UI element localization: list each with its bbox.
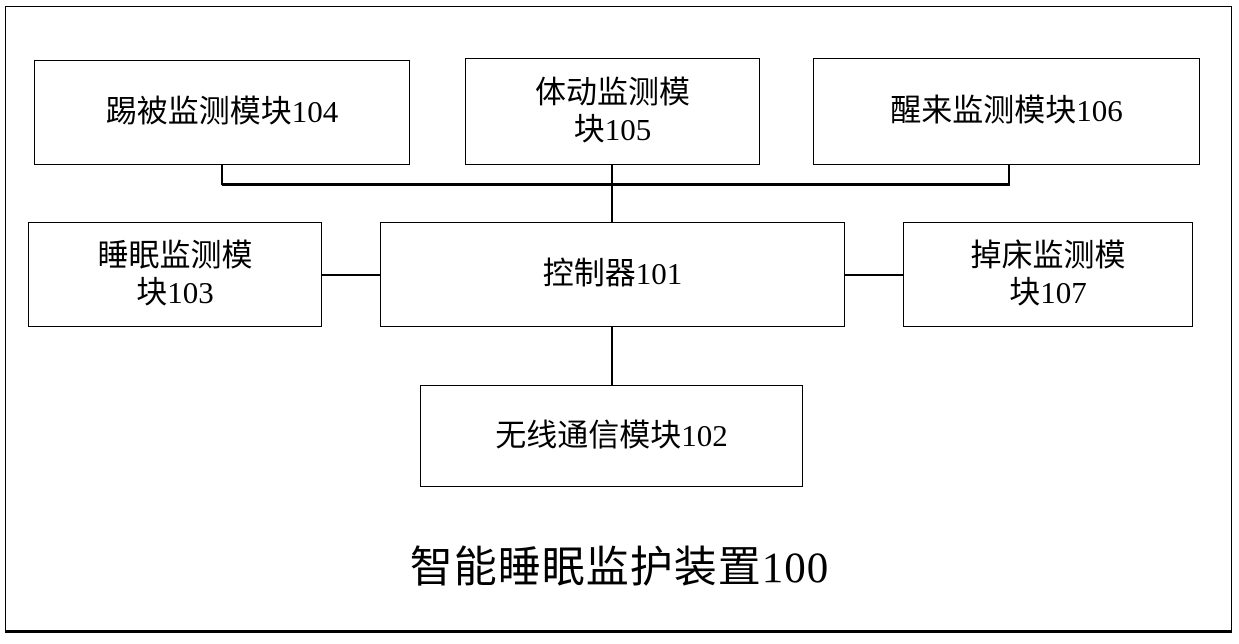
block-wireless-communication-module-102[interactable]: 无线通信模块102 xyxy=(420,385,803,487)
figure-caption: 智能睡眠监护装置100 xyxy=(409,545,830,592)
block-label-104: 踢被监测模块104 xyxy=(105,94,339,130)
connector-stub-105-to-bus xyxy=(611,165,613,185)
connector-controller-to-102 xyxy=(611,327,613,386)
block-label-106: 醒来监测模块106 xyxy=(890,93,1123,129)
connector-stub-104-to-bus xyxy=(221,165,223,185)
connector-107-to-controller xyxy=(845,274,904,276)
block-kick-quilt-monitor-module-104[interactable]: 踢被监测模块104 xyxy=(34,60,410,165)
block-body-motion-monitor-module-105[interactable]: 体动监测模 块105 xyxy=(465,58,760,165)
block-label-103: 睡眠监测模 块103 xyxy=(97,237,253,310)
block-controller-101[interactable]: 控制器101 xyxy=(380,222,845,327)
block-wake-up-monitor-module-106[interactable]: 醒来监测模块106 xyxy=(813,58,1200,165)
connector-103-to-controller xyxy=(322,274,381,276)
block-sleep-monitor-module-103[interactable]: 睡眠监测模 块103 xyxy=(28,222,322,327)
block-label-102: 无线通信模块102 xyxy=(495,417,728,453)
block-label-107: 掉床监测模 块107 xyxy=(970,237,1126,310)
connector-bus-horizontal xyxy=(222,183,1009,186)
block-label-101: 控制器101 xyxy=(542,256,683,292)
device-outline-frame xyxy=(5,6,1232,633)
block-label-105: 体动监测模 块105 xyxy=(535,74,690,147)
connector-bus-to-controller xyxy=(611,185,613,223)
connector-stub-106-to-bus xyxy=(1008,165,1010,186)
block-fall-off-bed-monitor-module-107[interactable]: 掉床监测模 块107 xyxy=(903,222,1193,327)
